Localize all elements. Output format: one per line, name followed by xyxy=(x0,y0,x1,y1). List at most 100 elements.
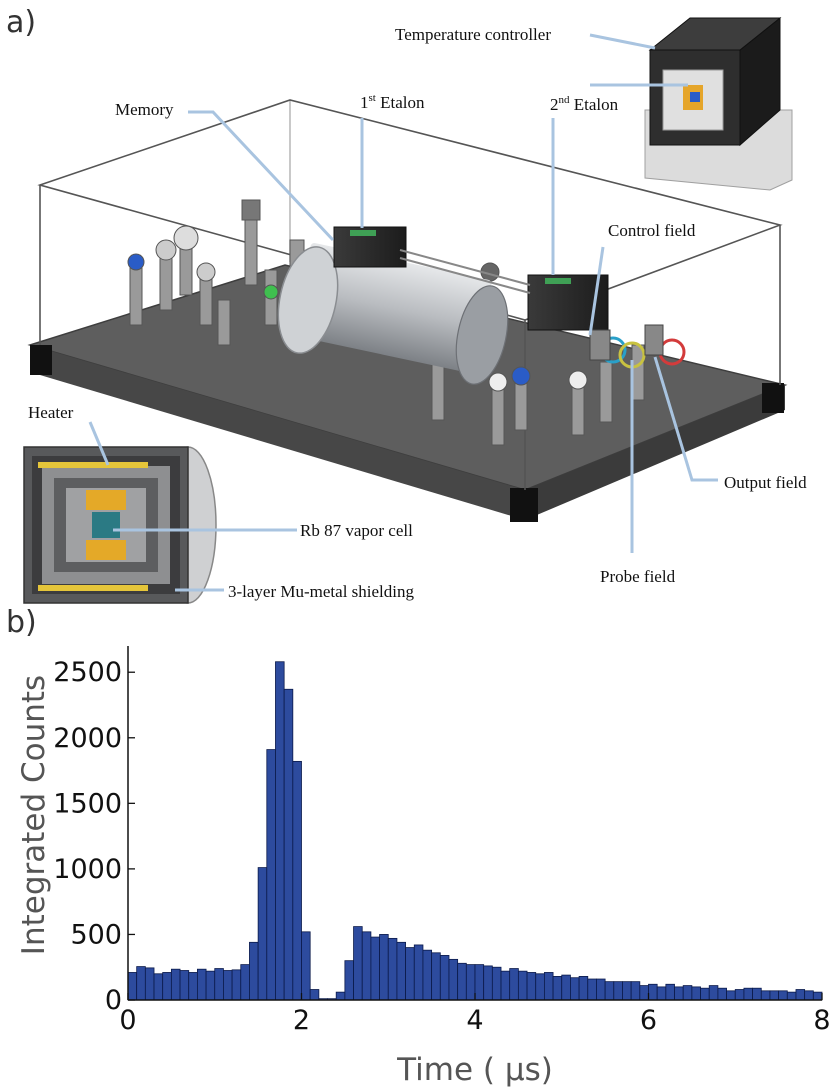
histogram-bar xyxy=(517,970,528,1001)
histogram-bar xyxy=(613,981,623,1001)
y-tick-label: 0 xyxy=(105,985,122,1016)
x-axis-label: Time ( μs) xyxy=(396,1052,553,1088)
temperature-controller-inset xyxy=(644,16,793,191)
histogram-bar xyxy=(700,987,710,1001)
histogram-bar xyxy=(708,985,719,1001)
panel-a-label: a) xyxy=(6,5,36,40)
histogram-bar xyxy=(257,867,268,1001)
histogram-bar xyxy=(769,990,780,1001)
histogram-bar xyxy=(275,661,285,1001)
histogram-bar xyxy=(214,968,224,1001)
histogram-bar xyxy=(786,991,797,1001)
histogram-bar xyxy=(370,936,380,1001)
histogram-bar xyxy=(205,970,216,1001)
histogram-bar xyxy=(656,986,667,1001)
histogram-bar xyxy=(743,987,753,1001)
output-field-label: Output field xyxy=(724,473,807,492)
histogram-bar xyxy=(439,955,450,1001)
histogram-bar xyxy=(292,760,302,1001)
histogram-bar xyxy=(630,981,641,1001)
histogram-bar xyxy=(361,931,372,1001)
optic-mounts xyxy=(127,199,645,446)
x-axis-ticks: 0 2 4 6 8 xyxy=(119,993,830,1036)
etalon-1-label: 1st Etalon xyxy=(360,92,425,112)
y-tick-label: 2500 xyxy=(53,657,122,688)
histogram-bar xyxy=(552,976,563,1001)
histogram-bar xyxy=(604,981,615,1001)
x-tick-label: 6 xyxy=(640,1005,657,1036)
leader-lines xyxy=(88,33,718,592)
panel-a: a) xyxy=(6,5,807,604)
histogram-bar xyxy=(144,967,155,1001)
histogram-bar xyxy=(170,968,181,1001)
etalon-2-label: 2nd Etalon xyxy=(550,94,619,114)
histogram-bar xyxy=(648,983,658,1001)
histogram-bar xyxy=(734,989,745,1001)
probe-field-label: Probe field xyxy=(600,567,676,586)
histogram-bar xyxy=(448,958,459,1001)
x-tick-label: 8 xyxy=(813,1005,830,1036)
histogram-bar xyxy=(379,934,389,1001)
histogram-bar xyxy=(283,688,294,1001)
x-tick-label: 4 xyxy=(466,1005,483,1036)
y-tick-label: 500 xyxy=(70,919,122,950)
histogram-bar xyxy=(691,986,701,1001)
histogram-bar xyxy=(162,972,172,1001)
rails xyxy=(399,249,531,294)
histogram-bar xyxy=(544,972,554,1001)
x-tick-label: 0 xyxy=(119,1005,136,1036)
histogram-bar xyxy=(196,968,207,1001)
histogram-bar xyxy=(223,970,233,1001)
histogram-bar xyxy=(812,991,823,1001)
y-axis-label: Integrated Counts xyxy=(16,675,52,955)
histogram-bar xyxy=(231,969,242,1001)
histogram-bar xyxy=(422,949,433,1001)
memory-label: Memory xyxy=(115,100,174,119)
shielding-inset xyxy=(23,446,217,604)
histogram-bar xyxy=(301,931,311,1001)
histogram-bar xyxy=(491,966,502,1001)
control-field-label: Control field xyxy=(608,221,696,240)
histogram-bar xyxy=(396,941,406,1001)
histogram-bar xyxy=(665,983,675,1001)
histogram-bar xyxy=(596,978,606,1001)
histogram-bar xyxy=(335,991,346,1001)
field-optics xyxy=(589,324,686,369)
heater-label: Heater xyxy=(28,403,74,422)
histogram-bar xyxy=(266,749,276,1001)
x-tick-label: 2 xyxy=(293,1005,310,1036)
memory-cylinder xyxy=(277,243,509,385)
histogram-bar xyxy=(465,964,476,1001)
histogram-bar xyxy=(431,952,441,1001)
histogram-bar xyxy=(682,985,693,1001)
histogram-bar xyxy=(457,962,467,1001)
histogram-bar xyxy=(136,966,146,1001)
histogram-bar xyxy=(500,970,511,1001)
histogram-bar xyxy=(760,990,771,1001)
histogram-bar xyxy=(587,978,597,1001)
histogram-bar xyxy=(483,965,493,1001)
histogram-bar xyxy=(561,974,571,1001)
histogram-bar xyxy=(179,970,190,1001)
temperature-controller-label: Temperature controller xyxy=(395,25,551,44)
etalon-1 xyxy=(333,226,407,268)
histogram-bar xyxy=(726,990,736,1001)
histogram-bar xyxy=(526,972,537,1001)
histogram-bar xyxy=(153,973,164,1001)
histogram-bar xyxy=(413,944,424,1001)
histogram-bar xyxy=(249,941,259,1001)
histogram-bars xyxy=(127,661,823,1001)
histogram-bar xyxy=(717,987,727,1001)
histogram-bar xyxy=(344,960,354,1001)
histogram-bar xyxy=(127,972,138,1001)
histogram-bar xyxy=(795,989,806,1001)
histogram-bar xyxy=(570,977,580,1001)
histogram-bar xyxy=(622,981,632,1001)
y-tick-label: 1000 xyxy=(53,854,122,885)
histogram-bar xyxy=(509,968,519,1001)
histogram-bar xyxy=(240,964,250,1001)
histogram-bar xyxy=(639,985,649,1001)
histogram-bar xyxy=(578,976,589,1001)
